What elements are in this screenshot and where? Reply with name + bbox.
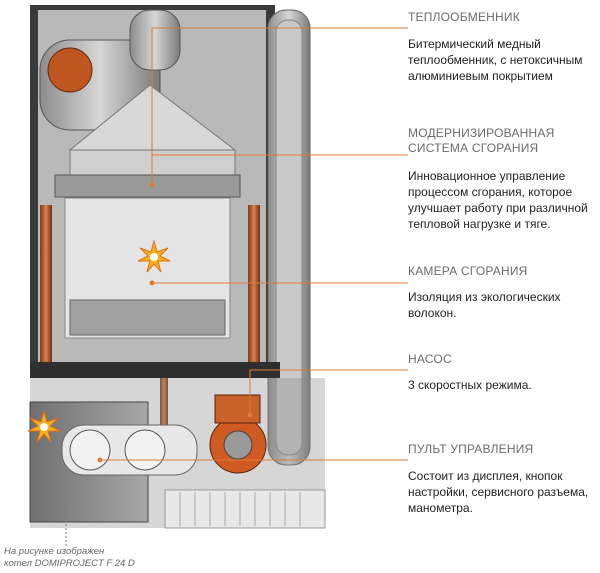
callout-desc-combustion-system: Инновационное управление процессом сгора… [408, 168, 596, 232]
callout-line: теплообменник, с нетоксичным [408, 53, 583, 67]
callout-desc-combustion-chamber: Изоляция из экологических волокон. [408, 289, 596, 321]
leader-lines [100, 27, 408, 461]
callout-title-control-panel: ПУЛЬТ УПРАВЛЕНИЯ [408, 442, 534, 456]
caption-line: котел DOMIPROJECT F 24 D [4, 558, 135, 569]
fan-motor [47, 47, 93, 93]
callout-title-heat-exchanger: ТЕПЛООБМЕННИК [408, 10, 520, 24]
spark-icon [137, 240, 171, 273]
spark-icon [27, 410, 61, 443]
callout-line: манометра. [408, 501, 473, 515]
callout-line: улучшает работу при различной [408, 201, 588, 215]
heat-exchanger [54, 174, 241, 198]
caption-line: На рисунке изображен [4, 546, 105, 557]
callout-line: Битермический медный [408, 37, 541, 51]
manometer [124, 429, 166, 471]
image-caption: На рисунке изображен котел DOMIPROJECT F… [4, 546, 154, 570]
callout-line: настройки, сервисного разъема, [408, 485, 589, 499]
callout-line: процессом сгорания, которое [408, 185, 573, 199]
callout-line: Состоит из дисплея, кнопок [408, 469, 563, 483]
callout-title-pump: НАСОС [408, 352, 452, 366]
callout-line: тепловой нагрузке и тяге. [408, 217, 551, 231]
callout-line: 3 скоростных режима. [408, 378, 532, 392]
callout-desc-heat-exchanger: Битермический медный теплообменник, с не… [408, 36, 596, 84]
flue-pipe [129, 9, 181, 71]
callout-title-combustion-chamber: КАМЕРА СГОРАНИЯ [408, 264, 528, 278]
callout-desc-pump: 3 скоростных режима. [408, 377, 596, 393]
callout-line: волокон. [408, 306, 457, 320]
callout-desc-control-panel: Состоит из дисплея, кнопок настройки, се… [408, 468, 596, 516]
burner [69, 299, 226, 336]
callout-title-combustion-system: МОДЕРНИЗИРОВАННАЯ СИСТЕМА СГОРАНИЯ [408, 126, 555, 155]
base-plate [30, 362, 280, 378]
callout-line: Инновационное управление [408, 169, 566, 183]
bottom-grille [164, 489, 326, 529]
callout-line: алюминиевым покрытием [408, 69, 553, 83]
callout-line: Изоляция из экологических [408, 290, 561, 304]
